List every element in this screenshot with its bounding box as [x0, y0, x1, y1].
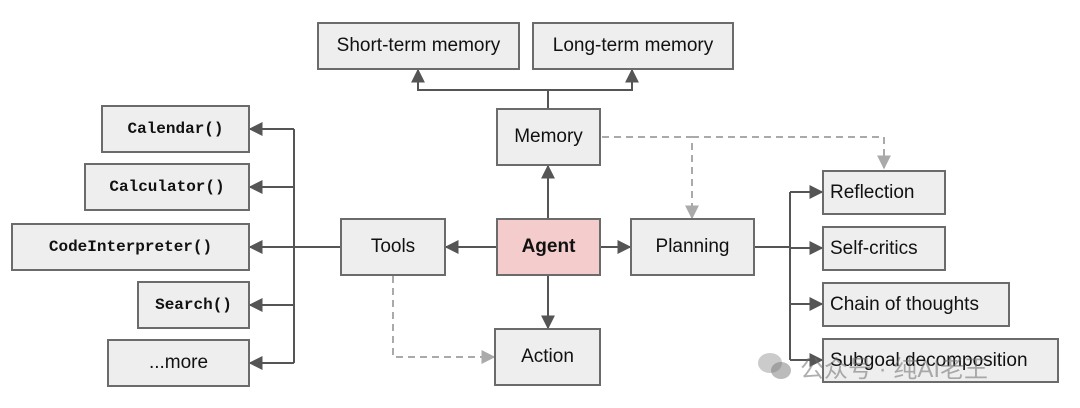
- chain-of-thoughts-node: Chain of thoughts: [822, 282, 1010, 327]
- memory-to-reflection-dashed-arrow: [692, 136, 891, 170]
- tools-to-action-dashed-arrow: [392, 276, 496, 364]
- code-interpreter-tool-node: CodeInterpreter(): [11, 223, 250, 271]
- agent-node: Agent: [496, 218, 601, 276]
- memory-to-planning-dashed-arrow: [602, 136, 699, 220]
- action-node: Action: [494, 328, 601, 386]
- short-term-memory-node: Short-term memory: [317, 22, 520, 70]
- long-term-memory-node: Long-term memory: [532, 22, 734, 70]
- memory-node: Memory: [496, 108, 601, 166]
- planning-trunk-connector: [754, 192, 791, 360]
- search-tool-node: Search(): [137, 281, 250, 329]
- memory-to-long-term-connector: [548, 68, 639, 91]
- memory-to-memory-types-connector: [411, 68, 549, 108]
- calculator-tool-node: Calculator(): [84, 163, 250, 211]
- planning-node: Planning: [630, 218, 755, 276]
- reflection-node: Reflection: [822, 170, 946, 215]
- more-tools-node: ...more: [107, 339, 250, 387]
- tools-node: Tools: [340, 218, 446, 276]
- tools-trunk-connector: [293, 129, 340, 363]
- self-critics-node: Self-critics: [822, 226, 946, 271]
- subgoal-decomposition-node: Subgoal decomposition: [822, 338, 1059, 383]
- calendar-tool-node: Calendar(): [101, 105, 250, 153]
